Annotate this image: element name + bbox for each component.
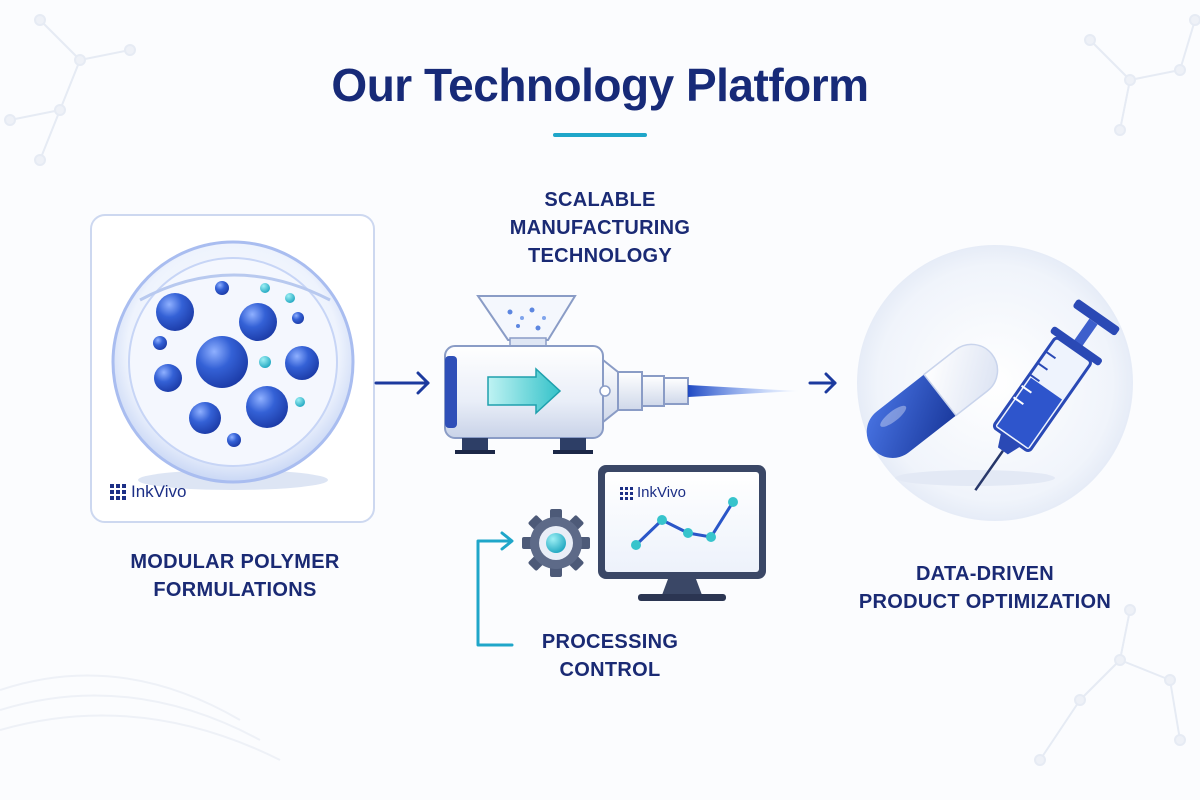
molecule-decoration-top-right [1084, 14, 1200, 136]
monitor-brand-name: InkVivo [637, 484, 686, 501]
optimization-label-line-2: PRODUCT OPTIMIZATION [858, 591, 1112, 613]
gear-icon [522, 509, 590, 577]
capsule-icon [866, 343, 999, 458]
processing-label-line-2: CONTROL [559, 659, 661, 681]
card-brand-name: InkVivo [131, 482, 187, 501]
formulations-card [90, 214, 375, 523]
title-underline [553, 133, 647, 137]
manufacturing-label: SCALABLE MANUFACTURING TECHNOLOGY [460, 186, 740, 270]
processing-label-line-1: PROCESSING [541, 631, 679, 653]
manufacturing-label-line-2: MANUFACTURING [509, 217, 691, 239]
optimization-label-line-1: DATA-DRIVEN [915, 563, 1055, 585]
monitor-chart-icon [598, 465, 766, 601]
syringe-icon [974, 299, 1120, 491]
feedback-bracket-arrow [476, 531, 514, 647]
formulations-label-line-2: FORMULATIONS [153, 579, 317, 601]
optimization-label: DATA-DRIVEN PRODUCT OPTIMIZATION [830, 560, 1140, 616]
page-title: Our Technology Platform [331, 59, 869, 111]
processing-label: PROCESSING CONTROL [500, 628, 720, 684]
formulations-label-line-1: MODULAR POLYMER [130, 551, 340, 573]
arrow-right-icon [374, 371, 430, 395]
inkvivo-logo-icon [110, 484, 126, 500]
manufacturing-label-line-3: TECHNOLOGY [527, 245, 673, 267]
product-circle [857, 245, 1133, 521]
molecule-decoration-top-left [4, 14, 136, 166]
manufacturing-label-line-1: SCALABLE [544, 189, 656, 211]
arrow-right-icon-2 [808, 372, 837, 394]
formulations-label: MODULAR POLYMER FORMULATIONS [90, 548, 380, 604]
extruder-machine-icon [444, 295, 800, 454]
wave-decoration-bottom-left [0, 674, 281, 761]
petri-dish-icon [111, 240, 355, 490]
molecule-decoration-bottom-right [1034, 604, 1186, 766]
